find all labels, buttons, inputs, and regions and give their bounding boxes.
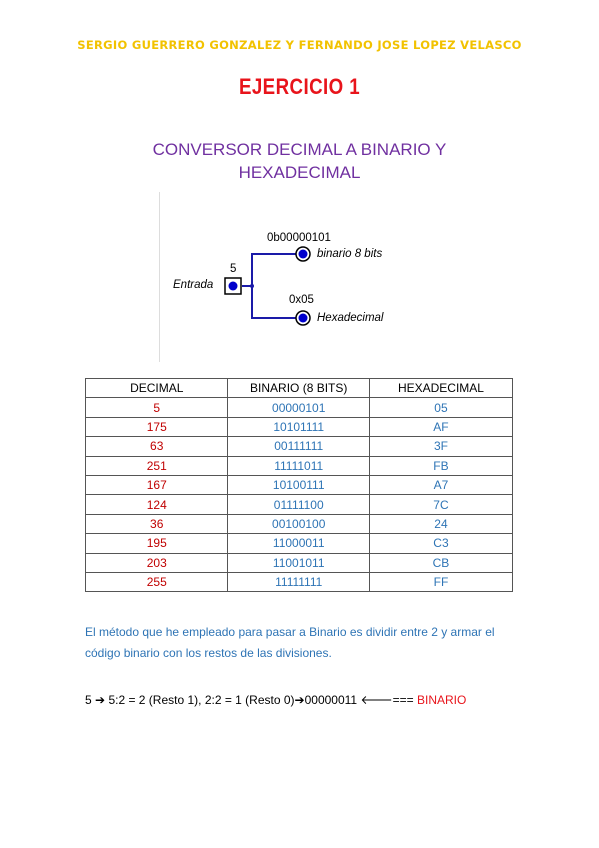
example-arrow-tail: === bbox=[392, 693, 414, 707]
method-explanation: El método que he empleado para pasar a B… bbox=[85, 625, 495, 660]
cell-hex: 05 bbox=[368, 397, 514, 418]
table-row: 175 10101111 AF bbox=[84, 416, 514, 438]
cell-decimal: 5 bbox=[84, 397, 229, 418]
cell-binary: 11111111 bbox=[227, 571, 370, 593]
input-value: 5 bbox=[230, 263, 237, 275]
header-hex: HEXADECIMAL bbox=[368, 377, 514, 399]
cell-decimal: 175 bbox=[84, 416, 229, 438]
cell-hex: 3F bbox=[368, 436, 514, 457]
cell-binary: 00100100 bbox=[227, 513, 370, 535]
cell-hex: FF bbox=[368, 571, 514, 593]
worked-example: 5 ➔ 5:2 = 2 (Resto 1), 2:2 = 1 (Resto 0)… bbox=[85, 692, 466, 707]
example-steps: 5:2 = 2 (Resto 1), 2:2 = 1 (Resto 0) bbox=[108, 693, 295, 707]
cell-hex: 24 bbox=[368, 513, 514, 535]
table-row: 255 11111111 FF bbox=[84, 571, 514, 593]
cell-decimal: 195 bbox=[84, 533, 229, 554]
cell-hex: C3 bbox=[368, 533, 514, 554]
right-arrow-icon: ➔ bbox=[294, 693, 305, 707]
subtitle: CONVERSOR DECIMAL A BINARIO Y HEXADECIMA… bbox=[0, 138, 599, 184]
diagram-wires bbox=[159, 192, 311, 362]
cell-decimal: 36 bbox=[84, 513, 229, 535]
cell-binary: 00000101 bbox=[227, 397, 370, 418]
example-label: BINARIO bbox=[417, 693, 467, 707]
output-node-binary bbox=[298, 249, 308, 259]
input-node bbox=[228, 281, 238, 291]
cell-binary: 10100111 bbox=[227, 474, 370, 496]
subtitle-line-1: CONVERSOR DECIMAL A BINARIO Y bbox=[152, 140, 447, 159]
cell-binary: 10101111 bbox=[227, 416, 370, 438]
table-row: 167 10100111 A7 bbox=[84, 474, 514, 496]
table-row: 63 00111111 3F bbox=[84, 436, 514, 457]
table-row: 5 00000101 05 bbox=[84, 397, 514, 418]
table-row: 195 11000011 C3 bbox=[84, 533, 514, 554]
cell-hex: A7 bbox=[368, 474, 514, 496]
cell-hex: 7C bbox=[368, 494, 514, 515]
subtitle-line-2: HEXADECIMAL bbox=[238, 163, 361, 182]
cell-hex: FB bbox=[368, 455, 514, 476]
cell-decimal: 167 bbox=[84, 474, 229, 496]
output-hex-value: 0x05 bbox=[289, 294, 314, 306]
authors-heading: SERGIO GUERRERO GONZALEZ Y FERNANDO JOSE… bbox=[77, 38, 522, 52]
header-binary: BINARIO (8 BITS) bbox=[227, 377, 370, 399]
cell-hex: CB bbox=[368, 552, 514, 573]
table-row: 124 01111100 7C bbox=[84, 494, 514, 515]
cell-hex: AF bbox=[368, 416, 514, 438]
table-header-row: DECIMAL BINARIO (8 BITS) HEXADECIMAL bbox=[84, 377, 514, 399]
cell-binary: 11001011 bbox=[227, 552, 370, 573]
cell-binary: 01111100 bbox=[227, 494, 370, 515]
output-binary-value: 0b00000101 bbox=[267, 232, 331, 244]
output-binary-label: binario 8 bits bbox=[317, 248, 383, 260]
output-hex-label: Hexadecimal bbox=[317, 312, 384, 324]
cell-decimal: 255 bbox=[84, 571, 229, 593]
cell-binary: 11000011 bbox=[227, 533, 370, 554]
table-row: 203 11001011 CB bbox=[84, 552, 514, 573]
converter-diagram: 5 Entrada 0b00000101 binario 8 bits 0x05… bbox=[159, 192, 419, 364]
cell-decimal: 251 bbox=[84, 455, 229, 476]
conversion-table: DECIMAL BINARIO (8 BITS) HEXADECIMAL 5 0… bbox=[84, 377, 514, 593]
page-title: EJERCICIO 1 bbox=[238, 74, 361, 99]
table-row: 251 11111011 FB bbox=[84, 455, 514, 476]
input-label: Entrada bbox=[173, 279, 214, 291]
cell-binary: 00111111 bbox=[227, 436, 370, 457]
output-node-hex bbox=[298, 313, 308, 323]
table-row: 36 00100100 24 bbox=[84, 513, 514, 535]
right-arrow-icon: ➔ bbox=[95, 693, 106, 707]
cell-decimal: 63 bbox=[84, 436, 229, 457]
cell-decimal: 203 bbox=[84, 552, 229, 573]
example-result: 00000011 bbox=[304, 693, 358, 707]
left-arrow-icon: 🡐 bbox=[360, 693, 393, 707]
header-decimal: DECIMAL bbox=[84, 377, 229, 399]
cell-decimal: 124 bbox=[84, 494, 229, 515]
cell-binary: 11111011 bbox=[227, 455, 370, 476]
example-start: 5 bbox=[85, 693, 92, 707]
